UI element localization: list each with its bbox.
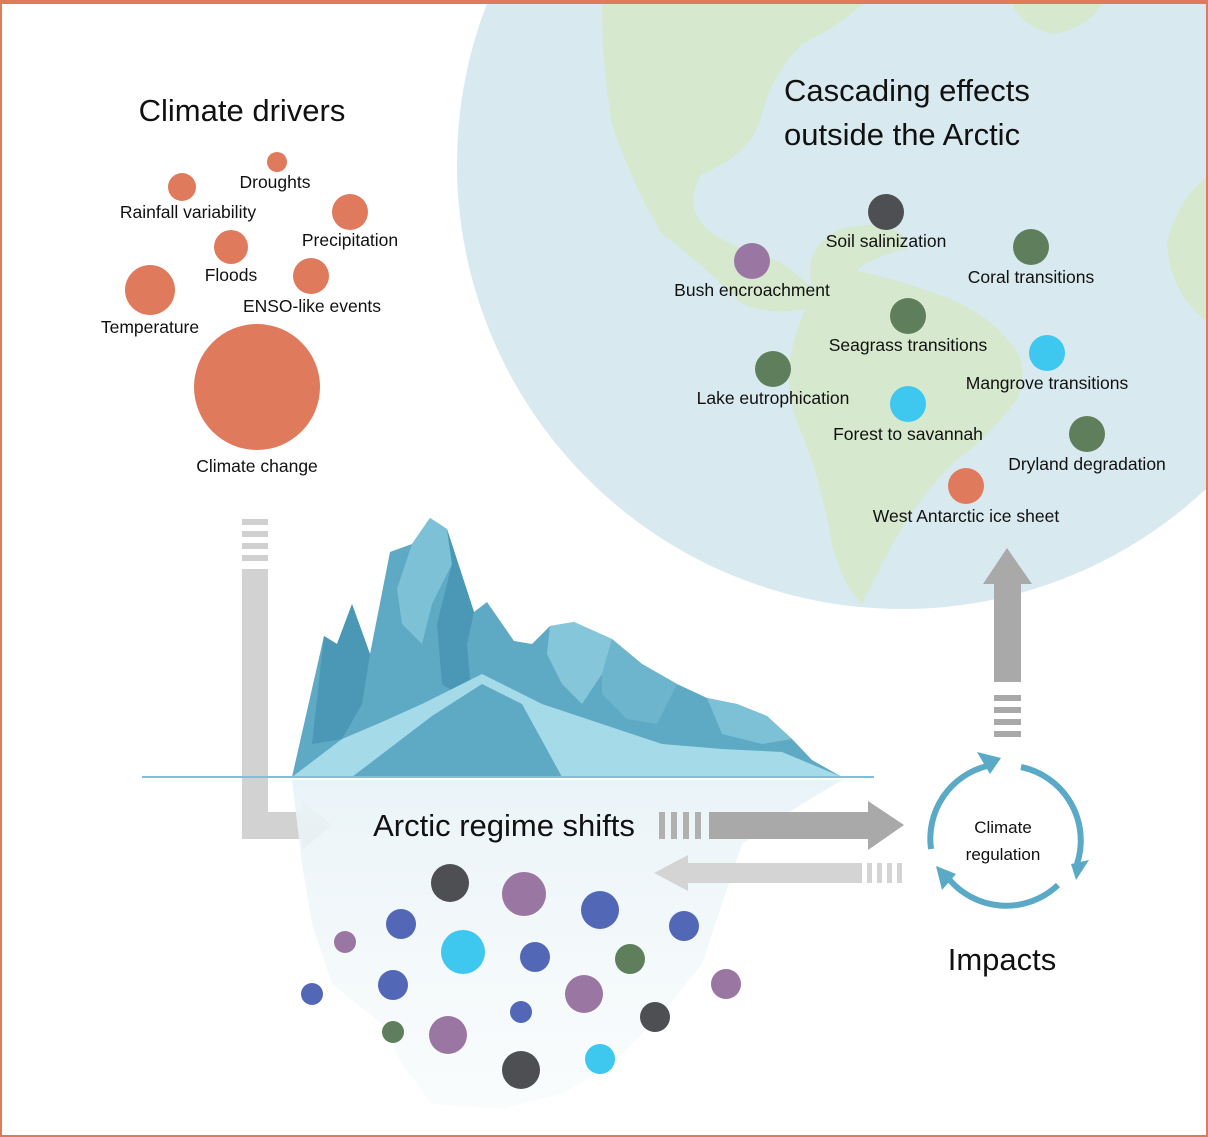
arctic-regime-shifts-diagram: Cascading effects outside the Arctic Soi… — [101, 4, 1206, 1109]
effect-lake-eutrophication: Lake eutrophication — [697, 351, 850, 408]
effect-seagrass-transitions: Seagrass transitions — [829, 298, 988, 355]
arctic-to-impacts-arrow — [659, 801, 904, 850]
cycle-arrowheads — [936, 752, 1089, 890]
cascading-title-line2: outside the Arctic — [784, 117, 1020, 152]
effect-label: West Antarctic ice sheet — [873, 506, 1060, 526]
regime-dot — [585, 1044, 615, 1074]
driver-rainfall-variability: Rainfall variability — [120, 173, 256, 222]
regime-dot — [510, 1001, 532, 1023]
effect-bush-encroachment: Bush encroachment — [674, 243, 830, 300]
effect-label: Forest to savannah — [833, 424, 983, 444]
effect-soil-salinization: Soil salinization — [826, 194, 947, 251]
climate-drivers-title: Climate drivers — [139, 93, 346, 128]
driver-label: Droughts — [239, 172, 310, 192]
iceberg-icon — [292, 518, 842, 777]
regime-dot — [520, 942, 550, 972]
climate-regulation-label-1: Climate — [974, 818, 1032, 837]
regime-dot — [301, 983, 323, 1005]
regime-dot — [615, 944, 645, 974]
cascading-title-line1: Cascading effects — [784, 73, 1030, 108]
regime-dot — [711, 969, 741, 999]
driver-droughts: Droughts — [239, 152, 311, 192]
effect-label: Mangrove transitions — [966, 373, 1129, 393]
regime-dot — [378, 970, 408, 1000]
regime-dot — [386, 909, 416, 939]
effect-dryland-degradation: Dryland degradation — [1008, 416, 1166, 474]
driver-precipitation: Precipitation — [302, 194, 398, 250]
effect-mangrove-transitions: Mangrove transitions — [966, 335, 1129, 393]
regime-dot — [441, 930, 485, 974]
regime-dot — [334, 931, 356, 953]
effect-forest-to-savannah: Forest to savannah — [833, 386, 983, 444]
regime-dot — [669, 911, 699, 941]
driver-climate-change: Climate change — [194, 324, 320, 476]
regime-dot — [429, 1016, 467, 1054]
driver-label: ENSO-like events — [243, 296, 381, 316]
impacts-to-globe-arrow — [983, 548, 1032, 737]
effect-label: Bush encroachment — [674, 280, 830, 300]
driver-label: Rainfall variability — [120, 202, 256, 222]
driver-label: Precipitation — [302, 230, 398, 250]
effect-coral-transitions: Coral transitions — [968, 229, 1095, 287]
regime-dot — [640, 1002, 670, 1032]
regime-dot — [581, 891, 619, 929]
driver-enso-like-events: ENSO-like events — [243, 258, 381, 316]
regime-dot — [565, 975, 603, 1013]
driver-floods: Floods — [205, 230, 258, 285]
effect-label: Dryland degradation — [1008, 454, 1166, 474]
effect-label: Lake eutrophication — [697, 388, 850, 408]
regime-dot — [502, 1051, 540, 1089]
regime-shift-dots — [301, 864, 741, 1089]
regime-dot — [382, 1021, 404, 1043]
driver-label: Floods — [205, 265, 258, 285]
effect-label: Soil salinization — [826, 231, 947, 251]
arctic-regime-shifts-title: Arctic regime shifts — [373, 808, 635, 843]
effect-label: Seagrass transitions — [829, 335, 988, 355]
impacts-to-arctic-arrow — [654, 855, 902, 891]
driver-label: Temperature — [101, 317, 199, 337]
effect-label: Coral transitions — [968, 267, 1095, 287]
driver-temperature: Temperature — [101, 265, 199, 337]
regime-dot — [431, 864, 469, 902]
climate-regulation-label-2: regulation — [966, 845, 1041, 864]
cycle-arrows-icon — [927, 763, 1084, 909]
underwater-iceberg — [292, 780, 842, 1109]
driver-label: Climate change — [196, 456, 318, 476]
impacts-title: Impacts — [948, 942, 1057, 977]
effect-west-antarctic-ice-sheet: West Antarctic ice sheet — [873, 468, 1060, 526]
regime-dot — [502, 872, 546, 916]
